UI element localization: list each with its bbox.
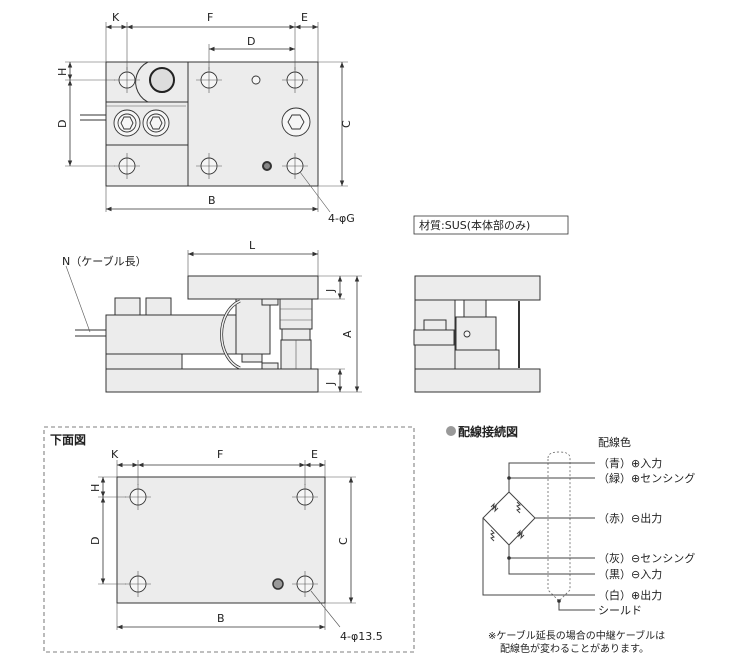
dim-c-bottom: C [337, 537, 350, 545]
wiring-title: 配線接続図 [458, 424, 518, 439]
end-view [413, 275, 541, 393]
dim-d-top: D [247, 35, 255, 48]
bottom-view: 下面図 K F E H D C B 4-φ13.5 [43, 426, 415, 653]
shield [547, 451, 571, 602]
dim-j-bottom: J [324, 382, 337, 386]
hole-note-bottom: 4-φ13.5 [340, 630, 383, 643]
dim-h-bottom: H [89, 484, 102, 492]
side-view: L J J A N（ケーブル長） [62, 239, 362, 393]
wire-label-blue: （青）⊕入力 [598, 457, 662, 470]
material-label: 材質:SUS(本体部のみ) [419, 218, 530, 232]
dim-e-bottom: E [311, 448, 318, 461]
wire-color-header: 配線色 [598, 435, 631, 449]
wire-label-gray: （灰）⊖センシング [598, 551, 695, 565]
boss-icon [149, 67, 175, 93]
bullet-icon [446, 426, 456, 436]
dim-d-side: D [56, 120, 69, 128]
wire-label-white: （白）⊕出力 [598, 588, 662, 602]
wiring-note-1: ※ケーブル延長の場合の中継ケーブルは [488, 629, 665, 642]
dim-f-bottom: F [217, 448, 223, 461]
hole-note: 4-φG [328, 212, 355, 225]
dim-a: A [341, 330, 354, 338]
dim-k-bottom: K [111, 448, 119, 461]
cable-note: N（ケーブル長） [62, 254, 147, 268]
dim-d-bottom: D [89, 537, 102, 545]
dim-l: L [249, 239, 256, 252]
wire-label-red: （赤）⊖出力 [598, 511, 662, 525]
dim-b-bottom: B [217, 612, 225, 625]
wire-label-black: （黒）⊖入力 [598, 568, 662, 581]
dim-h: H [56, 68, 69, 76]
top-view: K F E D H D C B 4-φG [56, 11, 355, 225]
dim-b: B [208, 194, 216, 207]
dim-e: E [301, 11, 308, 24]
dim-c: C [340, 120, 353, 128]
wiring-note-2: 配線色が変わることがあります。 [500, 642, 649, 655]
dim-j-top: J [324, 289, 337, 293]
dim-f: F [207, 11, 213, 24]
wire-label-green: （緑）⊕センシング [598, 471, 695, 485]
bottom-view-title: 下面図 [50, 433, 86, 447]
wire-label-shield: シールド [598, 604, 642, 617]
wiring-diagram: 配線接続図 配線色 （青）⊕入力 （緑）⊕センシング （赤）⊖出力 （灰）⊖セン… [446, 424, 695, 655]
dim-k: K [112, 11, 120, 24]
